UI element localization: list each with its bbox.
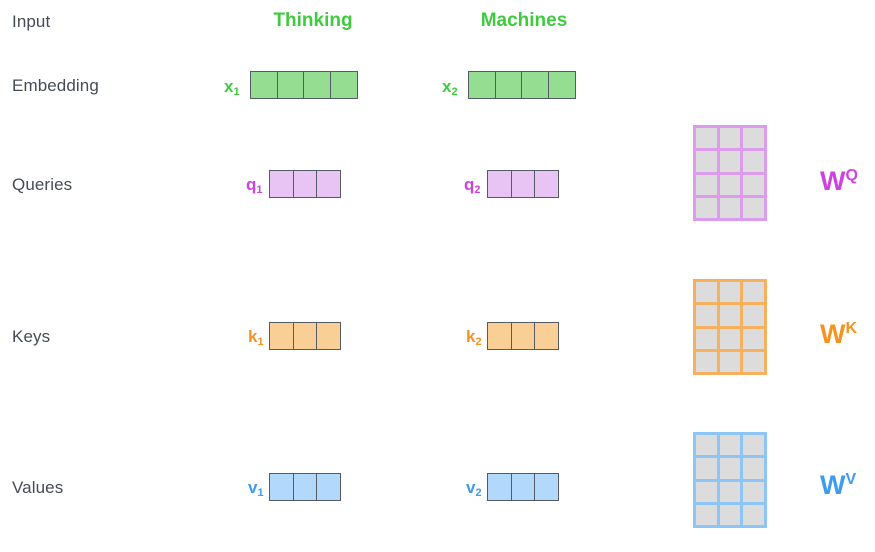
weight-matrix-wq [693,125,767,221]
vector-cell [292,473,318,501]
weight-label-wq: WQ [820,166,858,196]
input-row-label: Input [12,12,51,31]
vector-cell [329,71,358,99]
matrix-cell [696,435,717,456]
vector-k2 [487,322,560,350]
matrix-cell [719,435,741,456]
matrix-cell [743,351,764,372]
matrix-cell [719,151,741,172]
vector-q1 [269,170,342,198]
matrix-cell [719,305,741,326]
vector-cell [316,322,342,350]
matrix-cell [696,282,717,303]
vector-symbol-q2: q2 [464,175,481,196]
vector-cell [316,170,342,198]
matrix-cell [743,305,764,326]
matrix-cell [696,481,717,502]
matrix-cell [719,197,741,218]
vector-cell [494,71,523,99]
matrix-cell [719,282,741,303]
weight-label-wv: WV [820,470,857,500]
matrix-cell [696,351,717,372]
vector-cell [269,170,294,198]
vector-cell [487,170,512,198]
matrix-cell [696,305,717,326]
matrix-cell [696,128,717,149]
vector-cell [269,473,294,501]
vector-cell [534,170,560,198]
vector-cell [534,473,560,501]
vector-cell [292,170,318,198]
vector-cell [303,71,332,99]
matrix-cell [743,128,764,149]
vector-cell [269,322,294,350]
vector-x2 [468,71,576,99]
weight-matrix-wv [693,432,767,528]
vector-v2 [487,473,560,501]
column-header-thinking: Thinking [273,10,353,31]
vector-cell [250,71,278,99]
vector-symbol-v1: v1 [248,478,264,499]
matrix-cell [743,197,764,218]
vector-symbol-x2: x2 [442,77,458,98]
matrix-cell [696,151,717,172]
matrix-cell [743,174,764,195]
matrix-cell [696,458,717,479]
matrix-cell [696,504,717,525]
column-header-machines: Machines [480,10,568,31]
matrix-cell [743,458,764,479]
matrix-cell [696,197,717,218]
vector-k1 [269,322,342,350]
matrix-cell [696,328,717,349]
vector-v1 [269,473,342,501]
row-label-keys: Keys [12,327,51,346]
matrix-cell [696,174,717,195]
vector-cell [547,71,576,99]
matrix-cell [743,504,764,525]
vector-cell [468,71,496,99]
vector-cell [510,170,536,198]
matrix-cell [743,282,764,303]
vector-cell [316,473,342,501]
vector-symbol-x1: x1 [224,77,240,98]
matrix-cell [719,504,741,525]
vector-cell [487,473,512,501]
vector-symbol-q1: q1 [246,175,263,196]
weight-matrix-wk [693,279,767,375]
vector-x1 [250,71,358,99]
vector-cell [534,322,560,350]
vector-cell [510,473,536,501]
vector-symbol-k1: k1 [248,327,264,348]
row-label-values: Values [12,478,64,497]
matrix-cell [719,458,741,479]
row-label-queries: Queries [12,175,73,194]
vector-cell [521,71,550,99]
matrix-cell [719,481,741,502]
matrix-cell [743,481,764,502]
matrix-cell [743,151,764,172]
vector-symbol-v2: v2 [466,478,482,499]
vector-cell [487,322,512,350]
matrix-cell [743,328,764,349]
matrix-cell [743,435,764,456]
vector-cell [510,322,536,350]
vector-symbol-k2: k2 [466,327,482,348]
row-label-embedding: Embedding [12,76,99,95]
matrix-cell [719,328,741,349]
vector-cell [292,322,318,350]
matrix-cell [719,351,741,372]
vector-q2 [487,170,560,198]
weight-label-wk: WK [820,319,858,349]
matrix-cell [719,174,741,195]
vector-cell [276,71,305,99]
matrix-cell [719,128,741,149]
